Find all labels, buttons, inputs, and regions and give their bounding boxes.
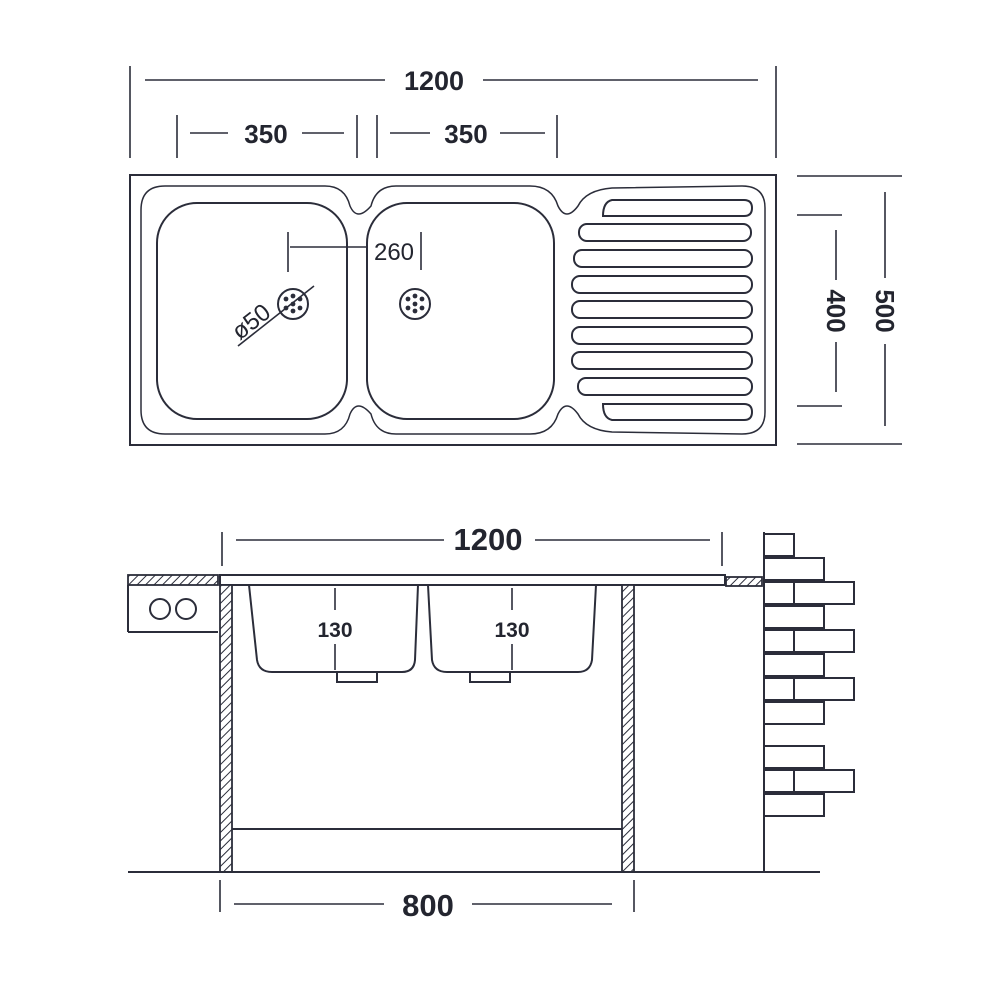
label-bowl-right-width: 350 — [444, 119, 487, 149]
label-bowl-depth: 400 — [821, 289, 851, 332]
dimension-overall-width-top: 1200 — [129, 66, 777, 158]
dimension-bowl-left-depth: 130 — [317, 588, 353, 670]
dimension-cabinet-width: 800 — [219, 880, 635, 923]
label-overall-depth: 500 — [870, 289, 900, 332]
bowl-right — [366, 202, 555, 420]
label-bowl-left-depth: 130 — [317, 619, 352, 642]
brick-wall — [763, 532, 855, 872]
cabinet-panel-left — [219, 584, 233, 873]
control-knob-left — [149, 598, 171, 620]
sink-inner-rim — [140, 185, 766, 435]
dimension-drain-spacing: 260 — [287, 232, 422, 272]
top-view: 1200 350 350 260 — [129, 66, 902, 446]
drain-outlet-right — [469, 671, 511, 683]
label-overall-width-side: 1200 — [454, 522, 523, 557]
sink-outer-frame — [129, 174, 777, 446]
countertop-right — [725, 576, 763, 587]
drain-right — [399, 288, 431, 320]
bowl-left — [156, 202, 348, 420]
label-cabinet-width: 800 — [402, 888, 454, 923]
dimension-overall-depth: 500 — [797, 175, 902, 445]
dimension-bowl-depth: 400 — [797, 214, 851, 407]
control-knob-right — [175, 598, 197, 620]
dimension-bowl-widths: 350 350 — [176, 115, 558, 158]
dimension-bowl-right-depth: 130 — [494, 588, 530, 670]
dimension-overall-width-side: 1200 — [221, 522, 723, 566]
label-bowl-right-depth: 130 — [494, 619, 529, 642]
label-bowl-left-width: 350 — [244, 119, 287, 149]
bowl-right-section — [427, 584, 597, 673]
label-drain-spacing: 260 — [374, 239, 414, 266]
drain-outlet-left — [336, 671, 378, 683]
drainboard-ribs — [571, 199, 754, 421]
side-view: 1200 130 130 — [127, 522, 855, 923]
label-overall-width-top: 1200 — [404, 66, 464, 96]
sink-flange — [219, 574, 726, 586]
cabinet-panel-right — [621, 584, 635, 873]
label-drain-diameter: ø50 — [227, 299, 276, 346]
countertop-left — [127, 574, 219, 633]
